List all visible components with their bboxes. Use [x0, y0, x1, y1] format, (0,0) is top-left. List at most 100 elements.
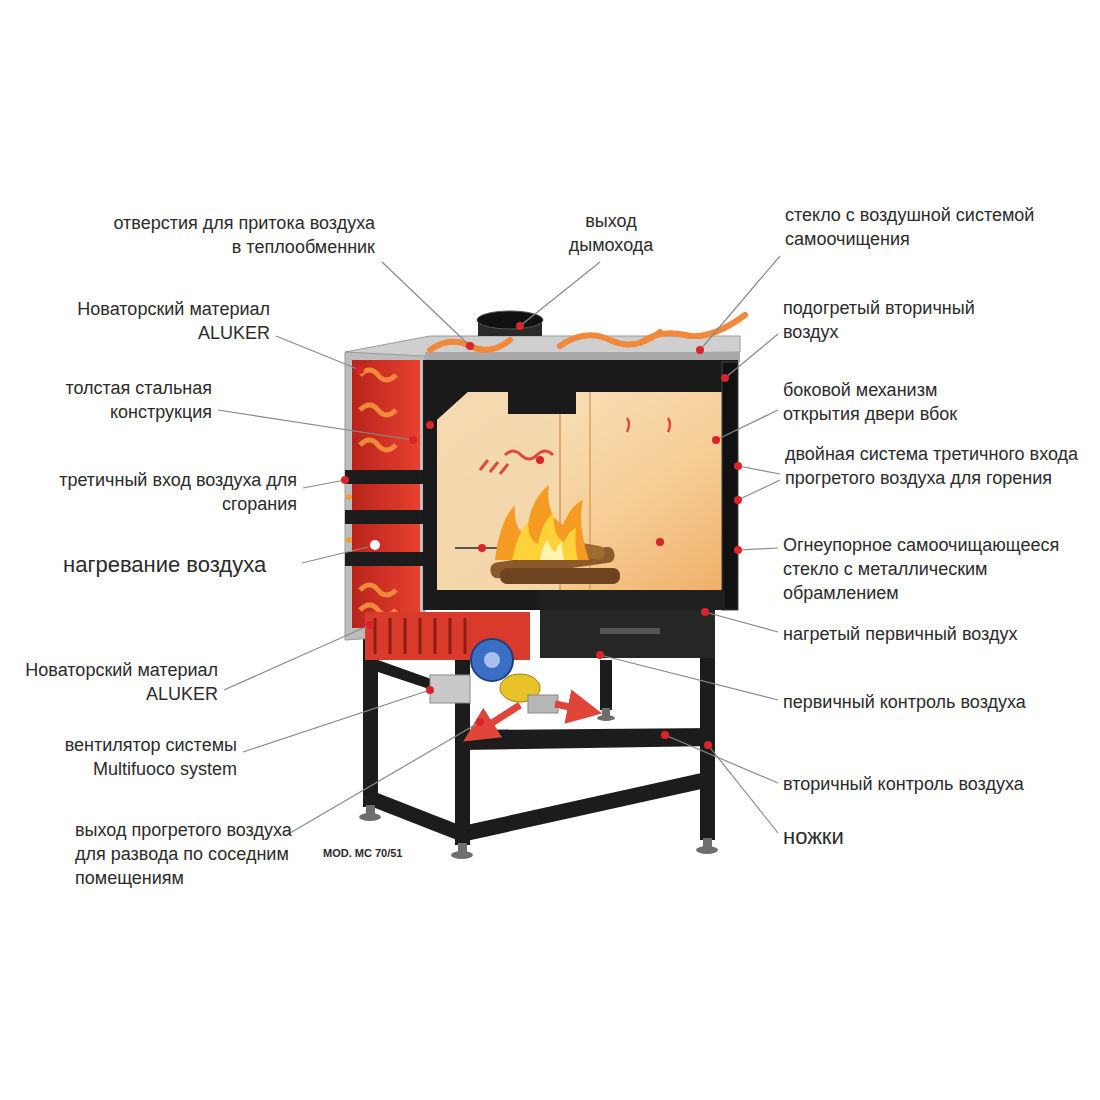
- air-tube: [345, 510, 425, 524]
- marker-dot: [734, 496, 742, 504]
- air-tube: [345, 470, 425, 484]
- marker-dot: [712, 436, 720, 444]
- callout-label: Новаторский материал ALUKER: [70, 297, 270, 345]
- callout-label: Новаторский материал ALUKER: [18, 658, 218, 706]
- marker-dot: [341, 476, 349, 484]
- marker-dot: [478, 544, 486, 552]
- foot: [696, 846, 718, 854]
- heat-waves: [360, 370, 396, 615]
- leader-line: [302, 547, 368, 563]
- marker-dot: [696, 346, 704, 354]
- leader-line: [700, 256, 780, 350]
- marker-dot: [596, 651, 604, 659]
- fire: [495, 485, 589, 560]
- marker-dot: [536, 456, 544, 464]
- marker-dot: [704, 741, 712, 749]
- leader-line: [738, 548, 778, 550]
- marker-dot: [476, 718, 484, 726]
- hot-air-arrow: [555, 704, 585, 710]
- leader-line: [243, 690, 430, 752]
- callout-label: толстая стальная конструкция: [27, 376, 212, 424]
- callout-label: выход прогретого воздуха для развода по …: [75, 818, 310, 890]
- callout-label: третичный вход воздуха для сгорания: [47, 468, 297, 516]
- fan: [471, 639, 513, 681]
- callout-label: нагретый первичный воздух: [783, 622, 1017, 646]
- callout-label: вентилятор системы Multifuoco system: [22, 733, 237, 781]
- baffle: [508, 380, 576, 414]
- leader-line: [738, 466, 780, 474]
- foot: [597, 715, 615, 721]
- leader-lines: [218, 256, 780, 836]
- marker-dot: [721, 374, 729, 382]
- marker-dot: [516, 322, 524, 330]
- marker-dot: [734, 546, 742, 554]
- leader-line: [705, 612, 778, 632]
- leader-line: [218, 410, 413, 440]
- side-casing: [345, 346, 425, 640]
- callout-label: MOD. MC 70/51: [323, 846, 402, 861]
- marker-dot: [466, 342, 474, 350]
- air-flow: [627, 418, 670, 432]
- door-frame: [722, 362, 738, 610]
- marker-dot: [656, 538, 664, 546]
- air-control: [600, 628, 660, 634]
- callout-label: вторичный контроль воздуха: [783, 772, 1024, 796]
- air-flow: [505, 451, 553, 459]
- callout-label: подогретый вторичный воздух: [783, 296, 1023, 344]
- junction-box: [430, 675, 470, 703]
- feet: [359, 708, 718, 859]
- casing-panel: [345, 346, 425, 640]
- leader-line: [738, 480, 780, 500]
- fin-lines: [375, 618, 465, 654]
- leader-line: [520, 262, 600, 326]
- marker-dots: [341, 322, 742, 749]
- ash-drawer: [540, 610, 715, 658]
- leader-line: [382, 262, 470, 346]
- marker-dot: [409, 436, 417, 444]
- marker-dot: [366, 621, 374, 629]
- air-inlet: [346, 494, 352, 500]
- foot: [359, 813, 381, 821]
- heat-exchanger: [352, 360, 420, 628]
- foot: [451, 851, 473, 859]
- chimney-outlet: [477, 311, 543, 329]
- callout-label: первичный контроль воздуха: [783, 690, 1026, 714]
- leader-line: [725, 334, 778, 378]
- stand-bar: [462, 770, 715, 842]
- leader-line: [665, 735, 778, 783]
- leader-line: [285, 722, 480, 836]
- leader-line: [600, 655, 778, 700]
- leader-line: [708, 745, 778, 833]
- marker-dot: [701, 608, 709, 616]
- firebox-interior: [437, 392, 722, 590]
- callout-label: двойная система третичного входа прогрет…: [785, 442, 1087, 490]
- callout-label: выход дымохода: [561, 209, 661, 257]
- ash-lip: [540, 590, 725, 610]
- air-flow: [480, 460, 508, 474]
- marker-dot: [426, 421, 434, 429]
- front-frame: [423, 360, 738, 610]
- support: [600, 660, 612, 710]
- marker-dot: [369, 539, 381, 551]
- marker-dot: [661, 731, 669, 739]
- leader-line: [224, 625, 370, 690]
- stand: [363, 600, 715, 845]
- air-tube: [345, 552, 425, 566]
- leader-line: [276, 336, 360, 370]
- callout-label: боковой механизм открытия двери вбок: [783, 378, 1003, 426]
- hot-air-arrow: [478, 705, 520, 732]
- fan-hub: [484, 652, 500, 668]
- callout-label: нагревание воздуха: [63, 550, 266, 579]
- duct: [528, 695, 558, 713]
- marker-dot: [356, 366, 364, 374]
- foot: [602, 708, 610, 716]
- fan-unit: [365, 612, 585, 732]
- stand-bar: [370, 790, 462, 842]
- marker-dot: [734, 462, 742, 470]
- marker-dot: [426, 686, 434, 694]
- callout-label: Огнеупорное самоочищающееся стекло с мет…: [783, 533, 1085, 605]
- callout-label: стекло с воздушной системой самоочищения: [785, 203, 1040, 251]
- callout-label: отверстия для притока воздуха в теплообм…: [110, 211, 375, 259]
- air-inlet: [346, 537, 352, 543]
